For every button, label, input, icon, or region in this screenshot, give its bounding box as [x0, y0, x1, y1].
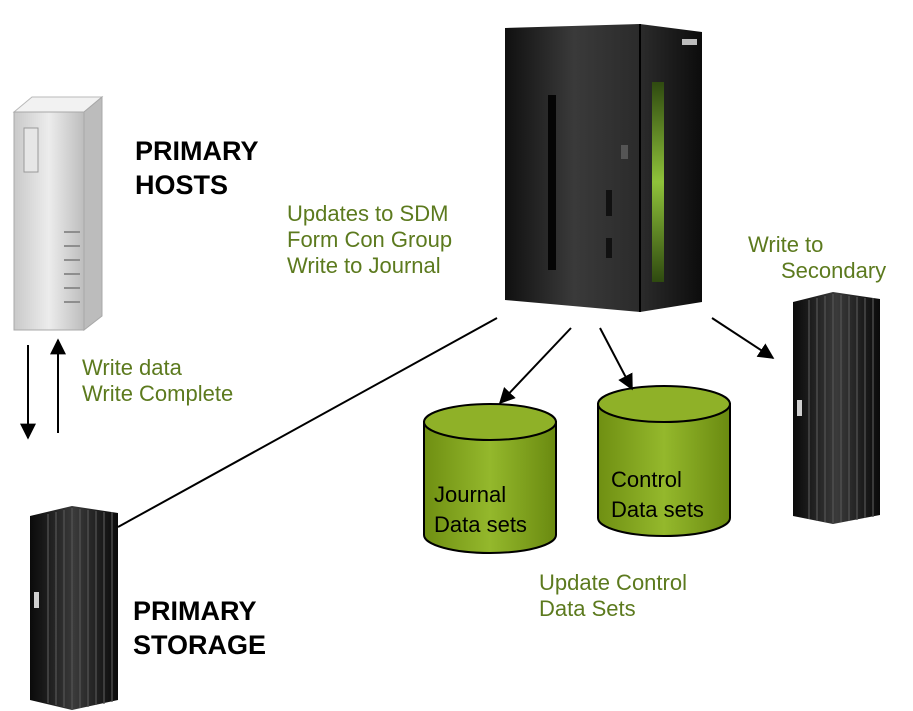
storage-rack-icon — [30, 506, 118, 710]
host-io-note-line2: Write Complete — [82, 381, 234, 406]
primary-hosts-line2: HOSTS — [135, 170, 229, 200]
database-cylinder-icon — [597, 385, 731, 537]
sdm-note-line1: Updates to SDM — [287, 201, 449, 226]
journal-line1: Journal — [434, 482, 507, 507]
primary-hosts-line1: PRIMARY — [135, 136, 259, 166]
control-line1: Control — [611, 467, 682, 492]
arrow-to-secondary — [711, 317, 775, 359]
sdm-note: Updates to SDM Form Con Group Write to J… — [287, 201, 452, 279]
control-label: Control Data sets — [611, 465, 704, 525]
update-note-line1: Update Control — [539, 570, 687, 595]
secondary-note-line1: Write to — [748, 232, 824, 257]
arrow-to-control — [599, 327, 633, 391]
host-io-note: Write data Write Complete — [82, 355, 233, 407]
primary-storage-line1: PRIMARY — [133, 596, 257, 626]
storage-rack-icon — [793, 292, 880, 524]
primary-hosts-label: PRIMARY HOSTS — [135, 134, 259, 202]
storage-to-mainframe-connector — [117, 317, 498, 528]
control-line2: Data sets — [611, 497, 704, 522]
sdm-note-line3: Write to Journal — [287, 253, 441, 278]
database-cylinder-icon — [423, 403, 557, 554]
mainframe-icon — [505, 24, 702, 312]
journal-label: Journal Data sets — [434, 480, 527, 540]
primary-storage-label: PRIMARY STORAGE — [133, 594, 266, 662]
journal-line2: Data sets — [434, 512, 527, 537]
host-io-note-line1: Write data — [82, 355, 182, 380]
update-note-line2: Data Sets — [539, 596, 636, 621]
update-control-note: Update Control Data Sets — [539, 570, 687, 622]
tower-server-icon — [12, 95, 104, 332]
secondary-note: Write to Secondary — [748, 232, 886, 284]
sdm-note-line2: Form Con Group — [287, 227, 453, 252]
arrow-to-journal — [498, 327, 572, 405]
primary-storage-line2: STORAGE — [133, 630, 267, 660]
secondary-note-line2: Secondary — [781, 258, 887, 283]
